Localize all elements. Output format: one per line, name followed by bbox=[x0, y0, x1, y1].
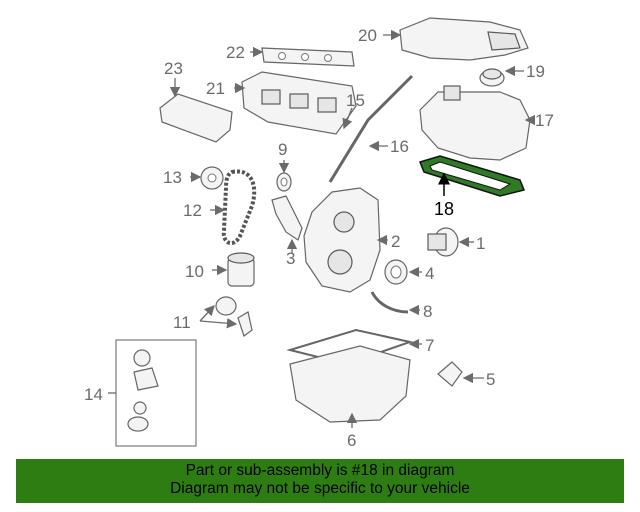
callout-17: 17 bbox=[535, 111, 554, 130]
callout-11: 11 bbox=[173, 313, 191, 332]
part-4-seal bbox=[384, 259, 422, 285]
banner-line-1: Part or sub-assembly is #18 in diagram bbox=[185, 462, 455, 479]
part-19-oil-cap bbox=[479, 65, 524, 87]
callout-19: 19 bbox=[526, 62, 545, 81]
callout-13: 13 bbox=[163, 168, 182, 187]
part-6-oil-pan bbox=[289, 345, 411, 428]
part-20-intake-manifold bbox=[383, 17, 529, 61]
part-5-bracket bbox=[437, 361, 484, 387]
callout-16: 16 bbox=[390, 137, 409, 156]
part-8-gasket bbox=[370, 291, 420, 316]
callout-3: 3 bbox=[286, 249, 295, 268]
part-17-valve-cover bbox=[419, 85, 536, 161]
info-banner: Part or sub-assembly is #18 in diagram D… bbox=[16, 459, 624, 503]
part-10-oil-filter bbox=[212, 252, 255, 287]
part-22-gasket bbox=[250, 46, 355, 67]
callout-2: 2 bbox=[391, 232, 400, 251]
callout-8: 8 bbox=[423, 302, 432, 321]
callout-7: 7 bbox=[425, 336, 434, 355]
callout-12: 12 bbox=[183, 201, 202, 220]
part-11-sensor bbox=[199, 296, 253, 337]
part-3-chain-guide bbox=[271, 195, 303, 254]
part-1-pulley bbox=[427, 227, 474, 257]
callout-6: 6 bbox=[347, 431, 356, 450]
callout-23: 23 bbox=[164, 59, 183, 78]
callout-5: 5 bbox=[486, 370, 495, 389]
part-23-bracket bbox=[159, 78, 233, 143]
callout-15: 15 bbox=[346, 91, 365, 110]
banner-line-2: Diagram may not be specific to your vehi… bbox=[170, 480, 470, 497]
callout-1: 1 bbox=[476, 234, 485, 253]
part-12-timing-chain bbox=[210, 169, 257, 246]
callout-21: 21 bbox=[206, 79, 225, 98]
part-18-valve-cover-gasket bbox=[418, 155, 526, 197]
part-15-dipstick bbox=[328, 74, 414, 183]
part-9-seal bbox=[276, 160, 292, 192]
callout-4: 4 bbox=[425, 264, 434, 283]
callout-10: 10 bbox=[185, 262, 204, 281]
part-2-timing-cover bbox=[303, 187, 388, 293]
callout-14: 14 bbox=[84, 385, 103, 404]
part-13-sprocket bbox=[190, 166, 224, 190]
callout-9: 9 bbox=[278, 140, 287, 159]
callout-20: 20 bbox=[358, 26, 377, 45]
callout-22: 22 bbox=[226, 43, 245, 62]
part-21-intake-manifold-lower bbox=[234, 71, 357, 135]
part-14-assembly bbox=[108, 339, 197, 447]
callout-18: 18 bbox=[434, 199, 454, 219]
